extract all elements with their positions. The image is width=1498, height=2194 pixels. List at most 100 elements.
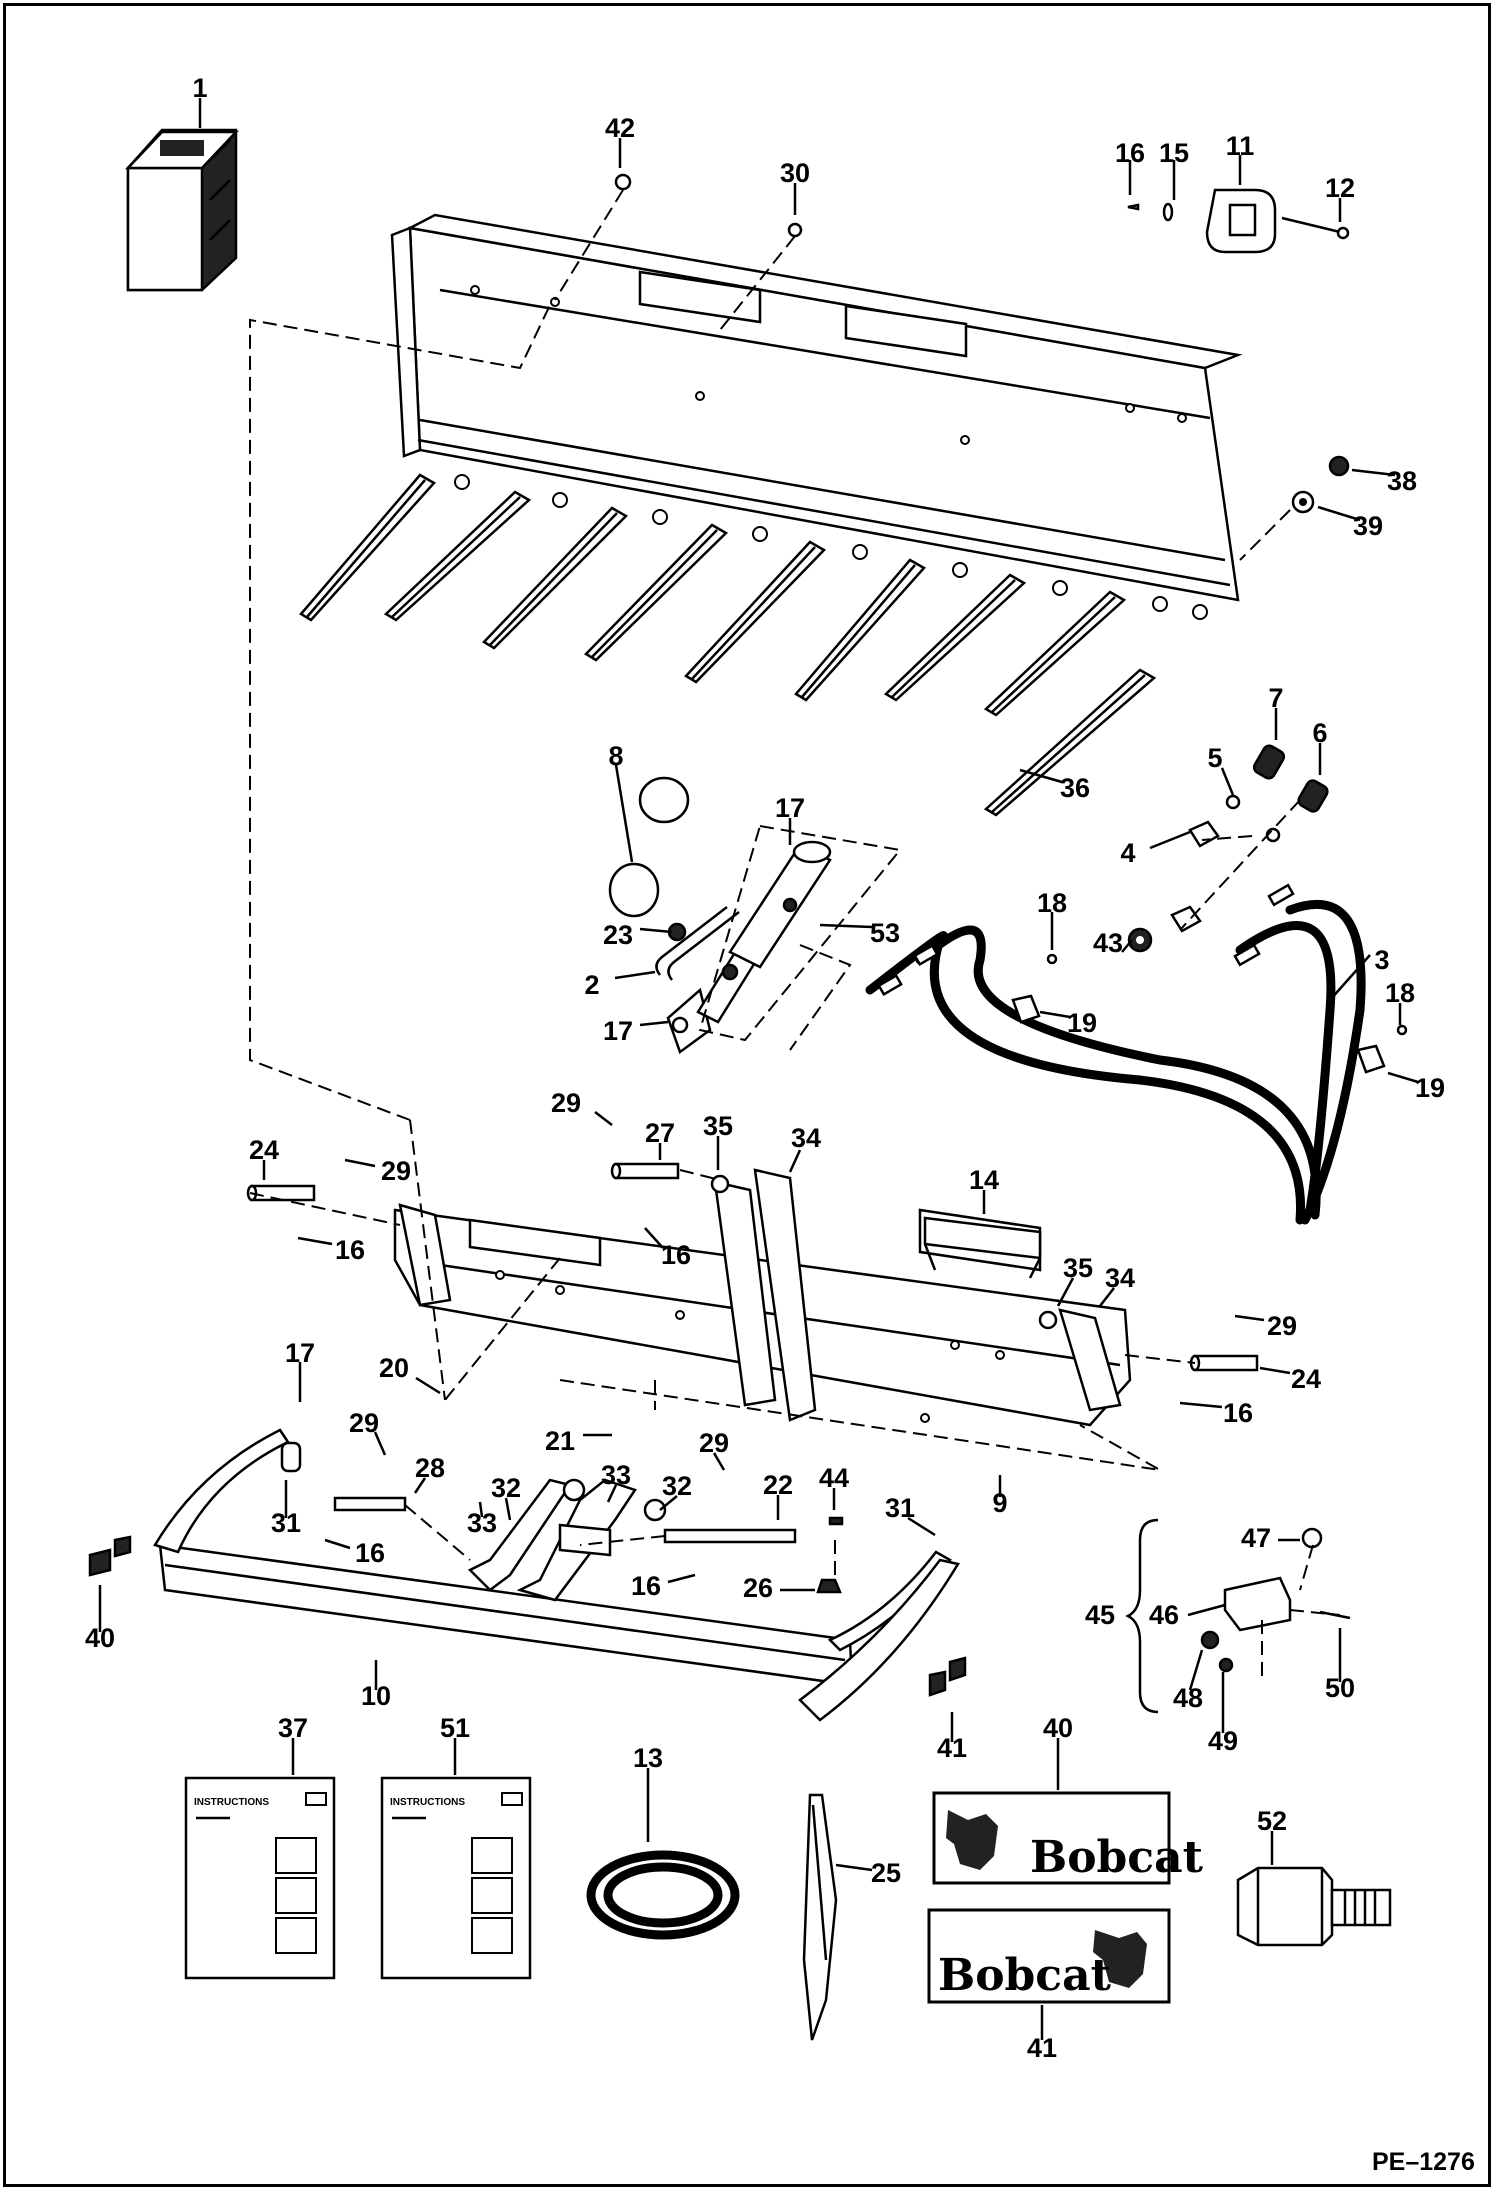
- callout-29: 29: [349, 1408, 379, 1438]
- leader-line: [1039, 1010, 1071, 1019]
- leader-line: [1187, 1603, 1226, 1617]
- leader-line: [1329, 954, 1371, 1001]
- callout-26: 26: [743, 1573, 773, 1603]
- callout-24: 24: [249, 1135, 279, 1165]
- callout-23: 23: [603, 920, 633, 950]
- callout-47: 47: [1241, 1523, 1271, 1553]
- part-8-hitch-pins: [608, 776, 690, 918]
- callout-31: 31: [885, 1493, 915, 1523]
- tine-edge: [801, 564, 916, 698]
- leader-line: [907, 1516, 936, 1537]
- callout-41: 41: [1027, 2033, 1057, 2063]
- leader-line: [1019, 768, 1063, 784]
- leader-line: [1149, 830, 1191, 850]
- decal-40-brand-text: Bobcat: [1030, 1832, 1204, 1883]
- instruction-sheet-37-header: INSTRUCTIONS: [194, 1797, 269, 1808]
- callout-18: 18: [1385, 978, 1415, 1008]
- leader-line: [324, 1538, 351, 1550]
- callout-30: 30: [780, 158, 810, 188]
- pins-24-27: [246, 1162, 1259, 1372]
- leader-line: [667, 1573, 696, 1584]
- leader-line: [413, 1477, 427, 1494]
- callout-16: 16: [1115, 138, 1145, 168]
- leader-line: [639, 927, 673, 934]
- tine-edge: [306, 479, 426, 618]
- upper-right-hardware: [614, 173, 1350, 514]
- callout-3: 3: [1374, 945, 1389, 975]
- callout-29: 29: [381, 1156, 411, 1186]
- callout-14: 14: [969, 1165, 999, 1195]
- part-13-coiled-hose: [586, 1850, 740, 1940]
- callout-40: 40: [1043, 1713, 1073, 1743]
- leader-line: [1121, 939, 1133, 953]
- callout-20: 20: [379, 1353, 409, 1383]
- callout-11: 11: [1226, 131, 1255, 161]
- callout-12: 12: [1325, 173, 1355, 203]
- leader-line: [415, 1376, 441, 1395]
- leader-line: [819, 923, 873, 929]
- leader-line: [1099, 1287, 1115, 1307]
- grapple-bucket-frame: [390, 213, 1243, 620]
- instruction-sheet-51-header: INSTRUCTIONS: [390, 1797, 465, 1808]
- callout-16: 16: [335, 1235, 365, 1265]
- callout-51: 51: [440, 1713, 470, 1743]
- callout-43: 43: [1093, 928, 1123, 958]
- callout-5: 5: [1207, 743, 1222, 773]
- callout-7: 7: [1268, 683, 1283, 713]
- leader-line: [1259, 1366, 1291, 1375]
- callout-48: 48: [1173, 1683, 1203, 1713]
- leader-line: [1387, 1071, 1419, 1084]
- part-9-mount-frame: [393, 1168, 1132, 1427]
- leader-line: [712, 1452, 726, 1471]
- part-52-coupler: [1236, 1866, 1392, 1947]
- callout-13: 13: [633, 1743, 663, 1773]
- callout-28: 28: [415, 1453, 445, 1483]
- callout-29: 29: [551, 1088, 581, 1118]
- decal-41-brand-text: Bobcat: [938, 1950, 1112, 2001]
- leader-line: [606, 1484, 618, 1503]
- callout-15: 15: [1159, 138, 1189, 168]
- callout-32: 32: [662, 1471, 692, 1501]
- callout-41: 41: [937, 1733, 967, 1763]
- leader-line: [373, 1431, 387, 1456]
- callout-32: 32: [491, 1473, 521, 1503]
- callout-34: 34: [791, 1123, 821, 1153]
- callout-19: 19: [1067, 1008, 1097, 1038]
- leader-line: [644, 1227, 664, 1249]
- leader-line: [1220, 767, 1235, 796]
- callout-17: 17: [775, 793, 805, 823]
- leader-line: [614, 970, 656, 980]
- tines: [299, 473, 1157, 817]
- callout-27: 27: [645, 1118, 675, 1148]
- leader-line: [639, 1020, 669, 1027]
- tine-edge: [991, 596, 1116, 713]
- callout-19: 19: [1415, 1073, 1445, 1103]
- tine-edge: [991, 674, 1146, 813]
- callout-1: 1: [192, 73, 207, 103]
- callout-50: 50: [1325, 1673, 1355, 1703]
- leader-line: [504, 1497, 512, 1521]
- callout-35: 35: [703, 1111, 733, 1141]
- tine-edge: [591, 529, 718, 658]
- callout-8: 8: [608, 741, 623, 771]
- part-1-manual-box: [125, 128, 239, 292]
- fittings-4-5-6-7: [1011, 744, 1408, 1074]
- bobcat-decals: [927, 1791, 1171, 2004]
- tine-edge: [691, 546, 816, 680]
- callout-53: 53: [870, 918, 900, 948]
- tine-edge: [391, 496, 521, 618]
- callout-37: 37: [278, 1713, 308, 1743]
- figure-border: [3, 3, 1491, 2187]
- part-10-lower-frame: [153, 1428, 960, 1722]
- leader-line: [788, 1149, 802, 1173]
- callout-46: 46: [1149, 1600, 1179, 1630]
- callout-17: 17: [603, 1016, 633, 1046]
- callout-22: 22: [763, 1470, 793, 1500]
- callout-34: 34: [1105, 1263, 1135, 1293]
- callout-29: 29: [1267, 1311, 1297, 1341]
- leader-line: [594, 1111, 613, 1126]
- callout-33: 33: [467, 1508, 497, 1538]
- callout-45: 45: [1085, 1600, 1115, 1630]
